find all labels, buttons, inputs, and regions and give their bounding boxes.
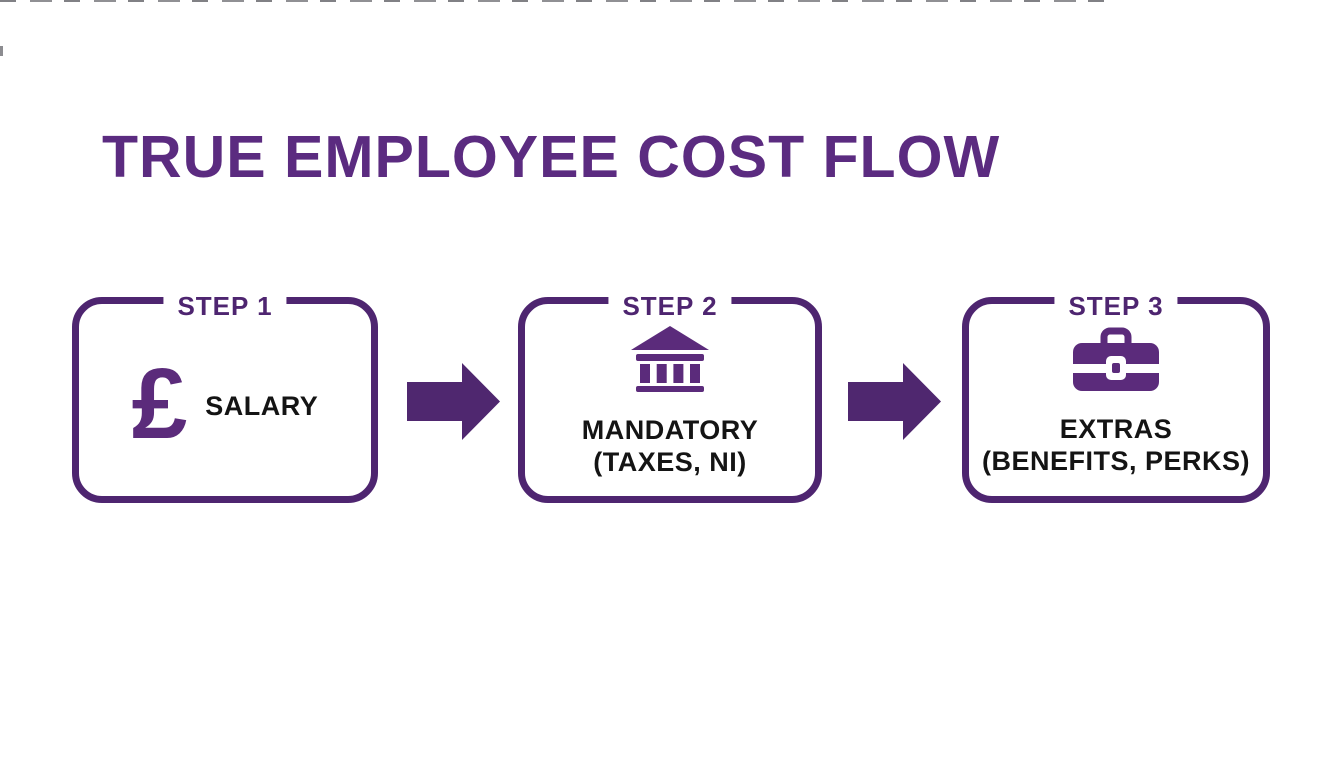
top-edge-artifact (0, 0, 1105, 2)
arrow-right-icon (848, 363, 941, 440)
step-3-text: EXTRAS (BENEFITS, PERKS) (982, 413, 1250, 477)
step-box-salary: STEP 1 £ SALARY (72, 291, 378, 503)
step-box-extras: STEP 3 EXTRAS (BENEFITS, PERKS) (962, 291, 1270, 503)
left-edge-artifact (0, 46, 3, 56)
step-2-content: MANDATORY (TAXES, NI) (525, 304, 815, 496)
step-label-1: STEP 1 (163, 291, 287, 321)
salary-label: SALARY (205, 390, 319, 421)
benefits-perks-label: (BENEFITS, PERKS) (981, 446, 1251, 476)
arrow-right-icon (407, 363, 500, 440)
step-label-2: STEP 2 (608, 291, 732, 321)
step-label-3: STEP 3 (1054, 291, 1178, 321)
extras-label: EXTRAS (1059, 414, 1173, 444)
bank-icon (631, 326, 709, 392)
page-title: TRUE EMPLOYEE COST FLOW (102, 124, 1001, 190)
step-2-text: MANDATORY (TAXES, NI) (582, 414, 759, 478)
taxes-ni-label: (TAXES, NI) (593, 447, 747, 477)
mandatory-label: MANDATORY (581, 415, 759, 445)
step-1-content: £ SALARY (79, 304, 371, 496)
step-box-mandatory: STEP 2 MANDATORY (TAXES, NI) (518, 291, 822, 503)
step-3-content: EXTRAS (BENEFITS, PERKS) (969, 304, 1263, 496)
briefcase-icon (1073, 327, 1159, 391)
pound-sign-icon: £ (131, 348, 188, 460)
